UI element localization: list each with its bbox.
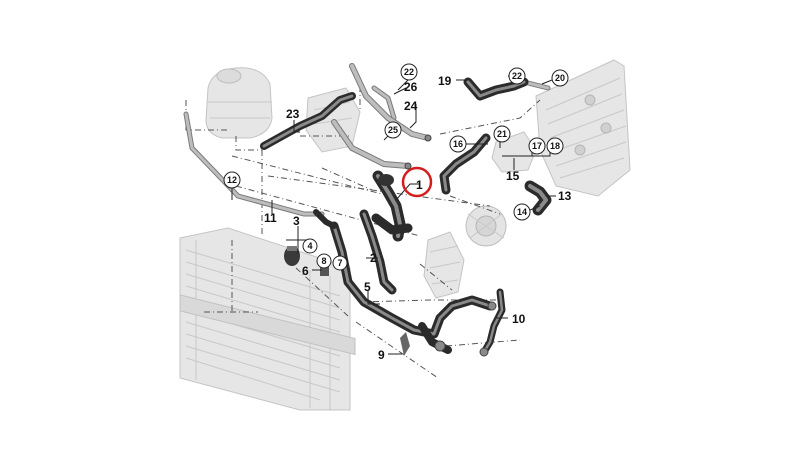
part-label-18: 18	[550, 141, 560, 151]
part-label-5: 5	[364, 280, 371, 294]
part-label-2: 2	[370, 251, 377, 265]
part-label-12: 12	[227, 175, 237, 185]
circled-part-numbers: 12 4 8 7 22 25 22 20 16 21 17 18 14	[223, 63, 569, 271]
water-pump	[465, 205, 507, 247]
part-label-21: 21	[497, 129, 507, 139]
part-label-26: 26	[404, 80, 418, 94]
part-label-6: 6	[302, 264, 309, 278]
hoses	[260, 77, 552, 356]
part-label-25: 25	[388, 125, 398, 135]
part-label-19: 19	[438, 74, 452, 88]
leader-lines	[231, 75, 556, 355]
part-label-10: 10	[512, 312, 526, 326]
part-label-11: 11	[264, 211, 277, 225]
part-label-15: 15	[506, 169, 520, 183]
part-label-17: 17	[532, 141, 542, 151]
part-label-16: 16	[453, 139, 463, 149]
reference-dash-lines	[185, 86, 541, 379]
part-label-22-upper-right: 22	[512, 71, 522, 81]
part-label-3: 3	[293, 214, 300, 228]
part-label-24: 24	[404, 99, 418, 113]
highlight-ring	[401, 166, 433, 198]
part-label-23: 23	[286, 107, 300, 121]
expansion-tank	[205, 67, 273, 139]
small-components	[284, 134, 497, 357]
part-label-7: 7	[337, 258, 342, 268]
part-label-22-upper-left: 22	[404, 67, 414, 77]
part-label-20: 20	[555, 73, 565, 83]
thin-tubes	[183, 63, 551, 217]
auxiliary-bracket	[423, 231, 465, 299]
part-label-8: 8	[321, 256, 326, 266]
part-label-9: 9	[378, 348, 385, 362]
part-label-13: 13	[558, 189, 572, 203]
part-number-labels: 1 2 3 5 6 9 10 11 13 15 19 23 24 26	[264, 74, 572, 362]
part-label-14: 14	[517, 207, 527, 217]
part-label-1: 1	[416, 178, 423, 192]
radiator	[179, 227, 356, 411]
part-label-4: 4	[307, 241, 312, 251]
